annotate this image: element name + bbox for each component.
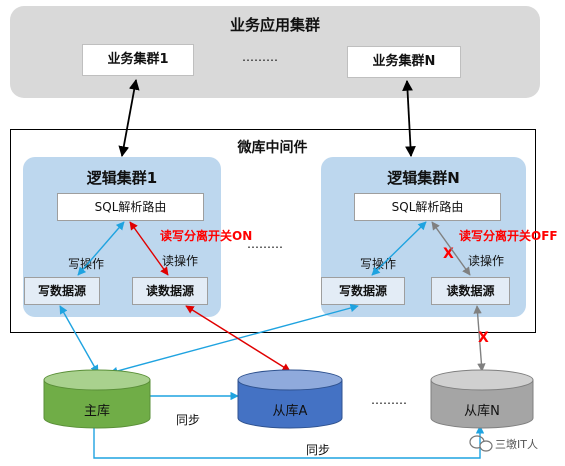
master-db-label: 主库	[83, 404, 110, 419]
wechat-icon	[469, 435, 493, 452]
logic-1-write-datasource: 写数据源	[24, 277, 100, 305]
slave-a-db-label: 从库A	[272, 404, 308, 419]
business-cluster-1: 业务集群1	[82, 44, 194, 76]
master-db-cylinder	[43, 369, 151, 429]
arrow-l1-write-master	[59, 305, 99, 374]
arrow-sync-master-slaveN	[93, 425, 485, 459]
arrow-l1-sql-write	[77, 221, 125, 276]
logic-n-write-datasource: 写数据源	[321, 277, 405, 305]
sync-label-2: 同步	[306, 443, 331, 457]
arrow-biz1-logic1	[118, 78, 140, 158]
slave-a-db-cylinder	[237, 369, 343, 429]
arrow-ln-write-master	[109, 303, 359, 376]
slave-n-db-label: 从库N	[464, 404, 500, 419]
logic-n-read-datasource: 读数据源	[431, 277, 510, 305]
logic-n-read-op-label: 读操作	[468, 254, 505, 268]
business-cluster-n: 业务集群N	[347, 46, 461, 78]
business-ellipsis: ………	[242, 50, 278, 64]
arrow-bizN-logicN	[402, 79, 416, 158]
logic-n-sql-router: SQL解析路由	[354, 193, 501, 221]
slave-n-block-mark: X	[478, 330, 489, 346]
arrow-ln-sql-read	[431, 221, 471, 276]
arrow-l1-sql-read	[129, 221, 169, 276]
logic-cluster-1-title: 逻辑集群1	[86, 169, 158, 187]
arrow-ln-sql-write	[371, 221, 427, 276]
slave-n-db-cylinder	[430, 369, 534, 429]
arrow-l1-read-slaveA	[185, 305, 291, 372]
logic-n-rw-switch-label: 读写分离开关OFF	[459, 229, 558, 243]
logic-1-sql-router: SQL解析路由	[57, 193, 204, 221]
business-cluster-title: 业务应用集群	[229, 16, 320, 34]
sync-label-1: 同步	[176, 413, 201, 427]
logic-1-read-datasource: 读数据源	[132, 277, 208, 305]
middleware-title: 微库中间件	[237, 140, 308, 156]
logic-cluster-n-title: 逻辑集群N	[387, 169, 460, 187]
middleware-ellipsis: ………	[247, 237, 283, 251]
watermark-text: 三墩IT人	[495, 438, 538, 451]
logic-1-read-op-label: 读操作	[162, 254, 199, 268]
db-ellipsis: ………	[371, 393, 407, 407]
arrow-ln-read-slaveN	[473, 305, 486, 372]
logic-1-rw-switch-label: 读写分离开关ON	[160, 229, 253, 243]
